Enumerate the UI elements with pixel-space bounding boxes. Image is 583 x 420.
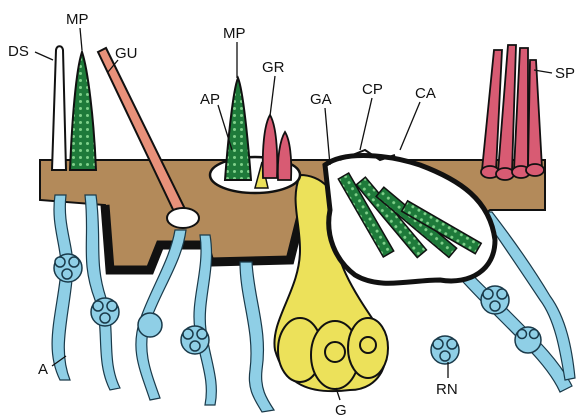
mp-sensillum-left xyxy=(70,52,96,170)
ds-sensillum xyxy=(52,46,66,170)
label-ds: DS xyxy=(8,43,29,60)
label-sp: SP xyxy=(555,65,575,82)
label-ga: GA xyxy=(310,91,332,108)
gr-sensillum xyxy=(263,115,291,180)
label-a: A xyxy=(38,361,48,378)
label-ca: CA xyxy=(415,85,436,102)
sp-sensilla xyxy=(481,45,544,180)
label-g: G xyxy=(335,402,347,419)
label-cp: CP xyxy=(362,81,383,98)
label-ap: AP xyxy=(200,91,220,108)
label-gr: GR xyxy=(262,59,285,76)
label-mp-right: MP xyxy=(223,25,246,42)
label-mp-left: MP xyxy=(66,11,89,28)
label-rn: RN xyxy=(436,381,458,398)
label-gu: GU xyxy=(115,45,138,62)
